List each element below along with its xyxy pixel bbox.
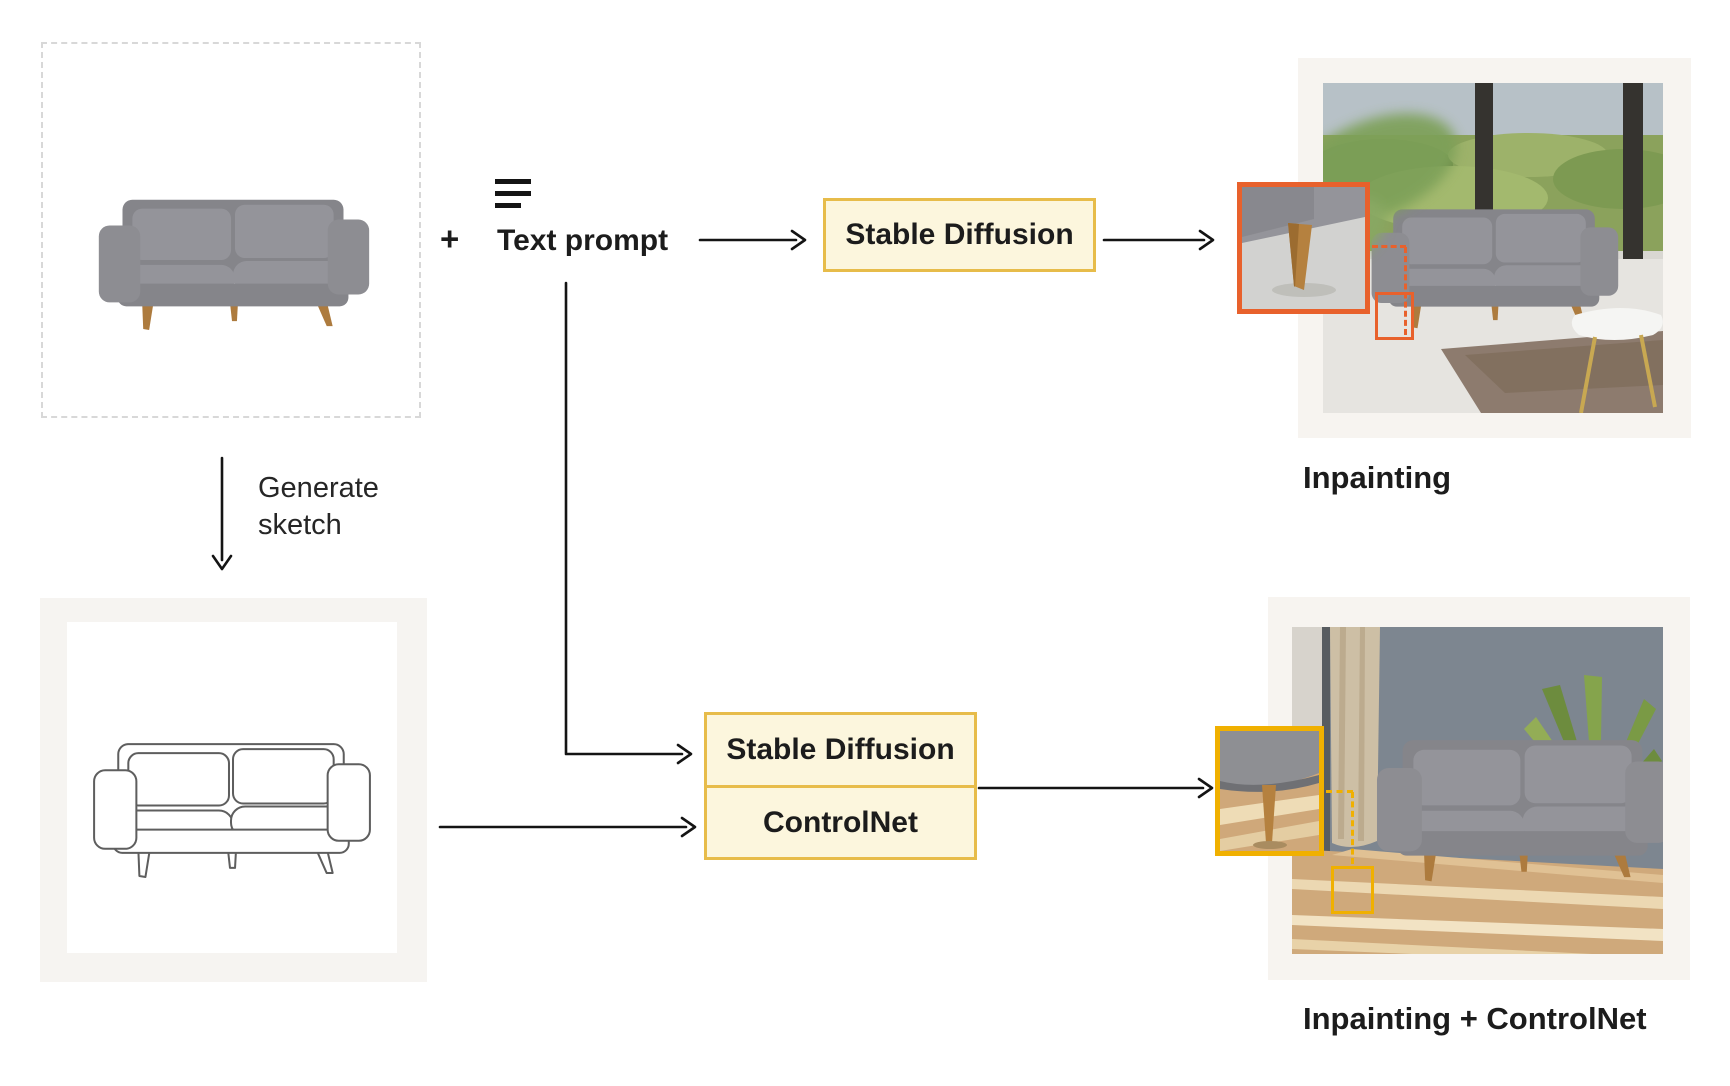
arrow-stack-to-output [977, 777, 1214, 799]
generate-sketch-line2: sketch [258, 509, 342, 541]
stable-diffusion-bottom-label: Stable Diffusion [726, 733, 955, 766]
text-prompt-label: Text prompt [497, 224, 669, 257]
arrow-textprompt-to-sd [698, 229, 807, 251]
orange-target-box [1375, 292, 1414, 340]
stable-diffusion-top-box: Stable Diffusion [823, 198, 1096, 272]
sketch-sofa-drawing [94, 744, 370, 877]
text-line-1 [495, 179, 531, 184]
gold-dash-horizontal [1326, 790, 1353, 793]
stable-diffusion-top-label: Stable Diffusion [845, 218, 1074, 251]
gold-target-box [1331, 866, 1374, 914]
inpainting-result-card [1298, 58, 1691, 438]
orange-zoom-box [1237, 182, 1370, 314]
source-image-box [41, 42, 421, 418]
inpainting-caption: Inpainting [1303, 460, 1452, 495]
inpainting-result-photo [1323, 83, 1663, 413]
inpainting-controlnet-result-photo [1292, 627, 1663, 954]
generate-sketch-line1: Generate [258, 472, 379, 504]
gold-zoom-box [1215, 726, 1324, 856]
sketch-image-card [40, 598, 427, 982]
sketch-image [67, 622, 397, 953]
orange-dash-horizontal [1372, 245, 1406, 248]
orange-zoom-content [1242, 187, 1365, 309]
arrow-sketch-to-controlnet [438, 816, 697, 838]
source-sofa-photo [98, 199, 370, 331]
text-line-3 [495, 203, 521, 208]
inpainting-scene [1323, 83, 1663, 413]
stable-diffusion-bottom-box: Stable Diffusion [704, 712, 977, 788]
controlnet-label: ControlNet [763, 805, 918, 839]
arrow-sd-to-inpainting [1102, 229, 1215, 251]
inpainting-controlnet-result-card [1268, 597, 1690, 980]
sd-controlnet-stack: Stable Diffusion ControlNet [704, 712, 977, 860]
orange-dash-vertical [1404, 247, 1407, 335]
inpainting-controlnet-scene [1292, 627, 1663, 954]
gold-zoom-content [1220, 731, 1319, 851]
inpainting-controlnet-caption: Inpainting + ControlNet [1303, 1001, 1647, 1036]
text-lines-icon [495, 179, 531, 215]
gold-dash-vertical [1351, 792, 1354, 864]
generate-sketch-arrow [211, 456, 233, 571]
plus-sign: + [440, 220, 460, 257]
text-line-2 [495, 191, 531, 196]
controlnet-box: ControlNet [704, 785, 977, 860]
generate-sketch-label: Generate sketch [258, 470, 379, 544]
arrow-textprompt-to-sd-bottom [564, 281, 693, 765]
